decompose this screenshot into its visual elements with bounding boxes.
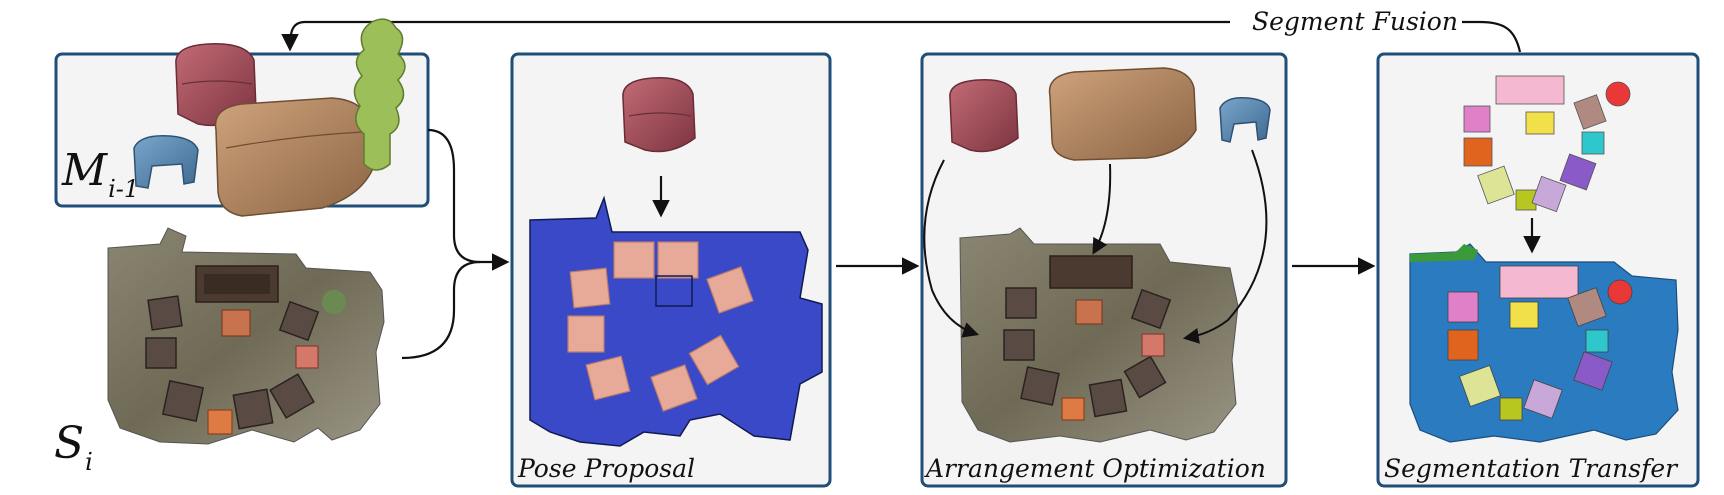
pose-proposal-label: Pose Proposal xyxy=(518,454,696,483)
scan-image xyxy=(107,227,385,445)
segment-fusion-arrow-left xyxy=(281,20,1230,52)
arrangement-sofa xyxy=(1048,67,1197,161)
segment-palette xyxy=(1463,75,1631,213)
arrangement-stool-arrow xyxy=(1182,149,1268,344)
segment-fusion-arrow xyxy=(1440,20,1522,53)
scan-label: Si xyxy=(54,418,93,476)
arrangement-optimization-label: Arrangement Optimization xyxy=(926,454,1266,483)
arrangement-stool xyxy=(1219,96,1271,143)
segment-fusion-label: Segment Fusion xyxy=(1248,7,1462,36)
model-to-pose-arrow xyxy=(427,128,510,271)
arrangement-chair xyxy=(949,79,1019,153)
scan-to-pose-arrow xyxy=(401,260,481,360)
arrangement-sofa-arrow xyxy=(1092,163,1112,255)
pose-proposal-chairs xyxy=(567,241,754,412)
model-label: Mi-1 xyxy=(62,145,140,203)
segmentation-transfer-label: Segmentation Transfer xyxy=(1384,454,1678,483)
pose-chair xyxy=(622,77,696,153)
arrangement-chair-arrow xyxy=(923,159,980,338)
plant-model xyxy=(353,18,406,171)
stool-model xyxy=(133,135,199,189)
arrangement-scan xyxy=(959,227,1239,443)
segmented-objects xyxy=(1447,265,1633,421)
